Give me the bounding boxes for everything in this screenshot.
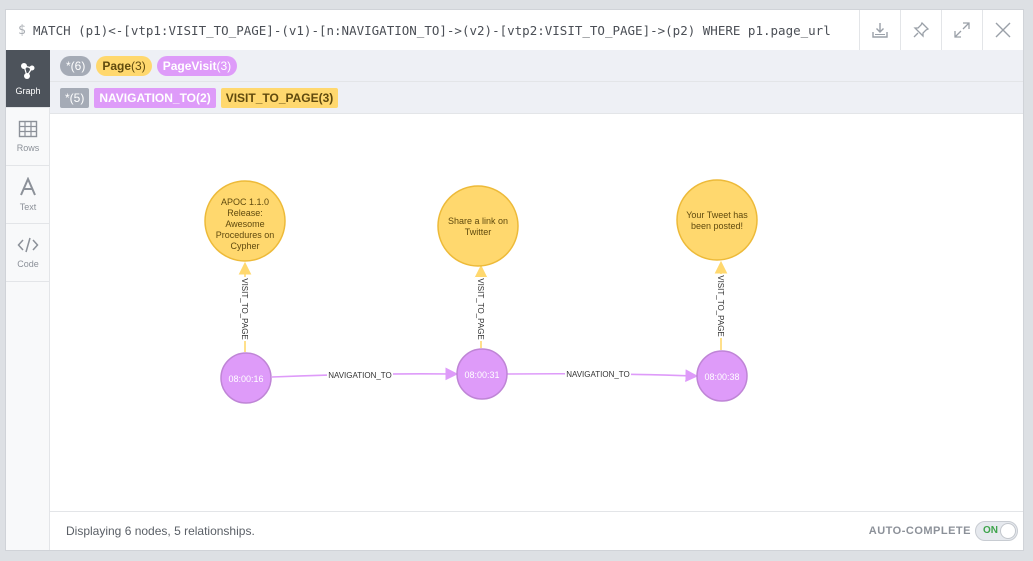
rel-tag-navigation-to[interactable]: NAVIGATION_TO(2) — [94, 87, 216, 108]
node-caption: 08:00:38 — [704, 372, 739, 382]
sidebar-item-label: Code — [17, 259, 39, 269]
status-bar: Displaying 6 nodes, 5 relationships. AUT… — [50, 511, 1023, 550]
code-icon — [17, 237, 39, 253]
graph-icon — [21, 63, 35, 79]
text-icon — [20, 177, 36, 196]
visit-node-2[interactable]: 08:00:31 — [456, 348, 508, 400]
status-message: Displaying 6 nodes, 5 relationships. — [66, 524, 255, 538]
graph-canvas[interactable]: VISIT_TO_PAGE VISIT_TO_PAGE VISIT_TO_PAG… — [50, 114, 1023, 514]
sidebar-item-code[interactable]: Code — [6, 224, 50, 282]
node-caption-line: Release: — [227, 208, 263, 218]
label-pill-page[interactable]: Page(3) — [96, 55, 152, 76]
label-pill-all[interactable]: *(6) — [60, 55, 92, 76]
rel-tag-all[interactable]: *(5) — [60, 87, 90, 108]
pin-icon — [913, 21, 930, 38]
toggle-state: ON — [983, 525, 998, 536]
sidebar-item-text[interactable]: Text — [6, 166, 50, 224]
page-node-share-link[interactable]: Share a link on Twitter — [437, 185, 519, 267]
visit-node-1[interactable]: 08:00:16 — [220, 352, 272, 404]
page-node-tweet-posted[interactable]: Your Tweet has been posted! — [676, 179, 758, 261]
result-frame: $ MATCH (p1)<-[vtp1:VISIT_TO_PAGE]-(v1)-… — [5, 9, 1024, 551]
node-caption-line: APOC 1.1.0 — [221, 197, 269, 207]
download-icon — [872, 23, 888, 38]
node-caption-line: Your Tweet has — [686, 210, 748, 220]
sidebar-item-label: Rows — [16, 143, 40, 153]
view-sidebar: Graph Rows Text Code — [6, 50, 50, 550]
expand-icon — [954, 22, 970, 38]
edge-label: NAVIGATION_TO — [566, 370, 630, 379]
edge-navigation-to-2[interactable]: NAVIGATION_TO — [506, 368, 699, 383]
edge-navigation-to-1[interactable]: NAVIGATION_TO — [271, 367, 459, 381]
query-bar: $ MATCH (p1)<-[vtp1:VISIT_TO_PAGE]-(v1)-… — [6, 10, 1023, 51]
sidebar-item-rows[interactable]: Rows — [6, 108, 50, 166]
sidebar-item-label: Text — [19, 202, 37, 212]
autocomplete-toggle[interactable]: ON — [975, 521, 1018, 541]
sidebar-item-label: Graph — [15, 86, 41, 96]
label-pill-pagevisit[interactable]: PageVisit(3) — [156, 55, 238, 76]
edge-label: VISIT_TO_PAGE — [476, 278, 485, 340]
relationship-type-legend: *(5) NAVIGATION_TO(2) VISIT_TO_PAGE(3) — [50, 82, 1023, 114]
edge-visit-to-page-1[interactable]: VISIT_TO_PAGE — [238, 261, 252, 352]
expand-button[interactable] — [941, 10, 982, 50]
node-caption-line: Share a link on — [448, 216, 508, 226]
query-prompt: $ — [18, 23, 26, 38]
node-caption: 08:00:31 — [464, 370, 499, 380]
node-caption-line: Awesome — [225, 219, 264, 229]
edge-label: VISIT_TO_PAGE — [716, 275, 725, 337]
autocomplete-label: AUTO-COMPLETE — [868, 525, 971, 537]
query-text[interactable]: MATCH (p1)<-[vtp1:VISIT_TO_PAGE]-(v1)-[n… — [33, 23, 833, 38]
edge-visit-to-page-3[interactable]: VISIT_TO_PAGE — [714, 260, 728, 350]
sidebar-item-graph[interactable]: Graph — [6, 50, 50, 108]
node-caption-line: Cypher — [230, 241, 259, 251]
close-icon — [995, 22, 1011, 38]
download-button[interactable] — [859, 10, 900, 50]
edge-label: NAVIGATION_TO — [328, 371, 392, 380]
edge-label: VISIT_TO_PAGE — [240, 278, 249, 340]
edge-visit-to-page-2[interactable]: VISIT_TO_PAGE — [474, 264, 488, 348]
graph-svg[interactable]: VISIT_TO_PAGE VISIT_TO_PAGE VISIT_TO_PAG… — [50, 114, 1024, 514]
node-caption-line: Procedures on — [216, 230, 275, 240]
rel-tag-visit-to-page[interactable]: VISIT_TO_PAGE(3) — [220, 87, 339, 108]
close-button[interactable] — [982, 10, 1023, 50]
node-caption-line: been posted! — [691, 221, 743, 231]
table-icon — [18, 120, 38, 138]
node-caption: 08:00:16 — [228, 374, 263, 384]
visit-node-3[interactable]: 08:00:38 — [696, 350, 748, 402]
page-node-apoc[interactable]: APOC 1.1.0 Release: Awesome Procedures o… — [204, 180, 286, 262]
toggle-knob — [1000, 523, 1016, 539]
node-label-legend: *(6) Page(3) PageVisit(3) — [50, 50, 1023, 82]
pin-button[interactable] — [900, 10, 941, 50]
node-caption-line: Twitter — [465, 227, 492, 237]
